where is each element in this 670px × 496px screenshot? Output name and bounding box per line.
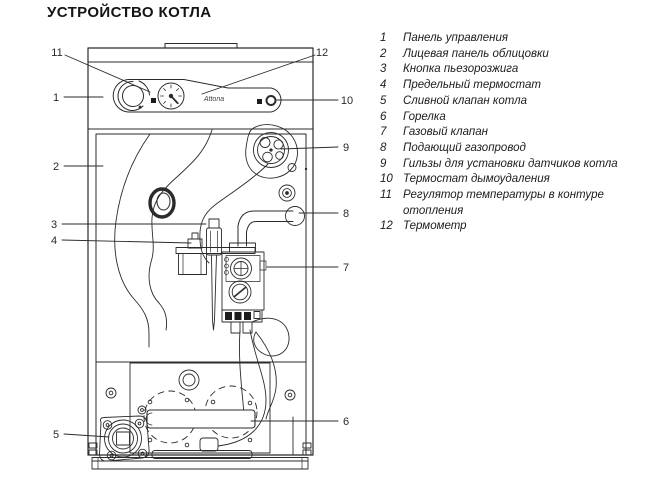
callout-12: 12 [316, 47, 328, 59]
control-panel: Attona [112, 79, 282, 113]
legend-item-text: Предельный термостат [403, 79, 541, 92]
gas-valve [221, 242, 267, 334]
sensor-sleeves [245, 124, 298, 179]
piezo-button [206, 218, 222, 331]
legend-item: 8 Подающий газопровод [380, 141, 652, 157]
cabinet-top-tab [164, 43, 238, 49]
callout-6: 6 [343, 416, 349, 428]
legend-item-number: 2 [380, 47, 387, 60]
legend-item-text: Горелка [403, 110, 446, 123]
legend-item-text: Кнопка пьезорозжига [403, 63, 519, 76]
limit-thermostat [175, 232, 256, 275]
legend-item-text: Лицевая панель облицовки [403, 47, 549, 60]
legend-item-number: 1 [380, 32, 387, 44]
callout-11: 11 [51, 47, 62, 59]
callout-1: 1 [53, 92, 59, 104]
callout-9: 9 [343, 142, 349, 154]
legend-item-number: 9 [380, 157, 387, 170]
brand-script-label: Attona [203, 96, 224, 103]
legend-item: 4 Предельный термостат [380, 78, 652, 94]
cable-grommet [148, 187, 176, 219]
legend-item-text: Термометр [403, 220, 467, 233]
callout-10: 10 [341, 95, 353, 107]
legend-item-text: Регулятор температуры в контуре отоплени… [403, 189, 604, 217]
callout-3: 3 [51, 219, 57, 231]
combustion-chamber [105, 362, 296, 459]
gas-pipe [237, 206, 305, 247]
legend-item-text: Подающий газопровод [403, 141, 526, 154]
leader-5 [63, 433, 110, 438]
drain-valve [99, 415, 150, 462]
legend-item-number: 8 [380, 141, 387, 154]
legend-item-number: 11 [380, 189, 392, 202]
legend-item-text: Сливной клапан котла [403, 94, 527, 107]
callout-4: 4 [51, 235, 57, 247]
legend-item: 11 Регулятор температуры в контуре отопле… [380, 188, 652, 219]
legend-item: 12 Термометр [380, 219, 652, 235]
legend-item: 6 Горелка [380, 110, 652, 126]
leader-9 [280, 146, 339, 150]
callout-7: 7 [343, 262, 349, 274]
small-fitting [278, 184, 296, 202]
base-plate [88, 416, 312, 470]
legend-item-number: 7 [380, 126, 387, 139]
flue-thermostat-button [265, 95, 277, 106]
legend-item-number: 12 [380, 220, 393, 233]
screw [105, 387, 296, 415]
boiler-cabinet [87, 43, 314, 456]
callout-5: 5 [53, 429, 59, 441]
legend: 1 Панель управления 2 Лицевая панель облиц… [380, 31, 652, 235]
legend-item: 3 Кнопка пьезорозжига [380, 62, 652, 78]
legend-item: 5 Сливной клапан котла [380, 94, 652, 110]
legend-item-text: Панель управления [403, 32, 509, 44]
leader-4 [61, 239, 192, 244]
legend-item-text: Газовый клапан [403, 126, 488, 139]
legend-item: 1 Панель управления [380, 31, 652, 47]
legend-item: 2 Лицевая панель облицовки [380, 47, 652, 63]
leader-11 [64, 54, 151, 93]
panel-indicator-square-right [257, 99, 262, 104]
legend-item-number: 3 [380, 63, 387, 76]
legend-item-number: 5 [380, 94, 387, 107]
leader-lines [61, 54, 339, 438]
leader-12 [201, 54, 316, 95]
callout-numbers: 11 12 1 10 2 9 8 3 4 7 5 6 [51, 47, 353, 441]
burner [145, 409, 256, 429]
panel-indicator-square-left [151, 98, 156, 103]
legend-item-text: Термостат дымоудаления [403, 173, 550, 186]
legend-item-number: 4 [380, 79, 387, 92]
legend-item: 9 Гильзы для установки датчиков котла [380, 157, 652, 173]
callout-8: 8 [343, 208, 349, 220]
legend-item-number: 6 [380, 110, 387, 123]
thermometer-gauge [157, 82, 185, 110]
legend-item-number: 10 [380, 173, 393, 186]
legend-item-text: Гильзы для установки датчиков котла [403, 157, 618, 170]
temperature-knob [117, 80, 150, 111]
page-title: УСТРОЙСТВО КОТЛА [47, 4, 212, 21]
panel-dot [304, 167, 308, 171]
legend-item: 10 Термостат дымоудаления [380, 172, 652, 188]
legend-item: 7 Газовый клапан [380, 125, 652, 141]
callout-2: 2 [53, 161, 59, 173]
